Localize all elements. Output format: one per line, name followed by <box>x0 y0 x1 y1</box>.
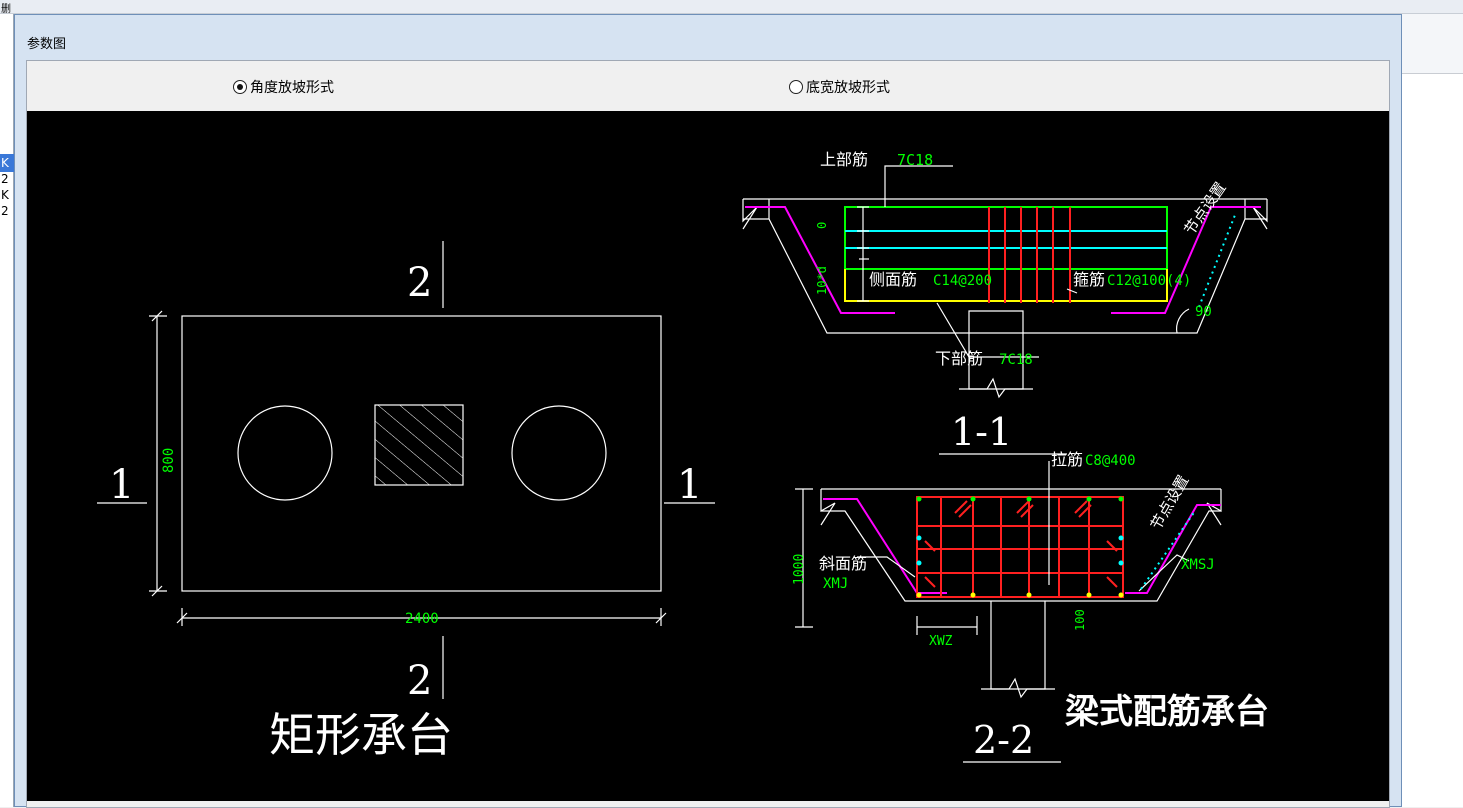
background-ribbon-edge <box>1402 14 1463 74</box>
parameter-figure-dialog: 参数图 角度放坡形式 底宽放坡形式 <box>14 14 1402 808</box>
xwz-label: XWZ <box>929 634 953 649</box>
top-rebar-value: 7C18 <box>897 151 933 169</box>
tie-value: C8@400 <box>1085 453 1136 469</box>
angle-slope-label: 角度放坡形式 <box>250 80 334 96</box>
stirrup-label: 箍筋 <box>1073 270 1105 289</box>
section-mark-1-right: 1 <box>677 462 702 508</box>
section-1-1-title: 1-1 <box>951 410 1012 454</box>
pile-left <box>237 405 333 501</box>
angle-value: 90 <box>1195 304 1212 320</box>
section-2-2-title: 2-2 <box>973 718 1034 762</box>
background-tree-panel: K 2 K 2 <box>0 14 14 807</box>
plan-title: 矩形承台 <box>269 708 453 762</box>
pile-right <box>511 405 607 501</box>
plan-view <box>97 241 715 699</box>
bottom-width-slope-radio[interactable]: 底宽放坡形式 <box>789 77 890 97</box>
bottom-width-slope-label: 底宽放坡形式 <box>806 80 890 96</box>
dim-height-value: 800 <box>161 448 177 473</box>
figure-title: 梁式配筋承台 <box>1065 692 1269 732</box>
slope-options: 角度放坡形式 底宽放坡形式 <box>27 61 1389 111</box>
node-setting-label: 节点设置 <box>1181 179 1230 238</box>
dim-width-value: 2400 <box>405 611 439 627</box>
tree-glyph: 2 <box>1 204 9 218</box>
tree-glyph: 2 <box>1 172 9 186</box>
background-toolbar: 删 <box>0 0 1463 15</box>
cad-drawing-canvas: 2 2 1 1 800 2400 矩形承台 <box>27 111 1389 801</box>
column-hatched <box>374 404 464 486</box>
dialog-panel: 角度放坡形式 底宽放坡形式 <box>26 60 1390 808</box>
tie-label: 拉筋 <box>1051 450 1083 469</box>
xmj-label: XMJ <box>823 576 848 592</box>
top-rebar-label: 上部筋 <box>820 150 868 169</box>
pile-cap-outline <box>181 315 662 592</box>
dialog-title: 参数图 <box>27 37 67 52</box>
section-mark-1-left: 1 <box>109 462 134 508</box>
angle-slope-radio[interactable]: 角度放坡形式 <box>233 77 334 97</box>
bottom-rebar-value: 7C18 <box>999 352 1033 368</box>
stirrup-value: C12@100(4) <box>1107 273 1191 289</box>
dim-zero: 0 <box>815 222 829 229</box>
xmsj-label: XMSJ <box>1181 557 1215 573</box>
plan-labels: 2 2 1 1 800 2400 矩形承台 <box>109 260 702 762</box>
section-mark-2-top: 2 <box>407 260 432 306</box>
radio-unchecked-icon <box>789 80 803 94</box>
side-rebar-label: 侧面筋 <box>869 270 917 289</box>
dim-100: 100 <box>1073 609 1087 631</box>
tree-glyph: K <box>1 188 9 202</box>
cad-drawing: 2 2 1 1 800 2400 矩形承台 <box>97 150 1269 763</box>
side-rebar-value: C14@200 <box>933 273 992 289</box>
tree-selection <box>0 154 14 172</box>
section-2-2-dots <box>916 496 1124 598</box>
section-1-1-labels: 上部筋 7C18 侧面筋 C14@200 箍筋 C12@100(4) 下部筋 7… <box>815 150 1230 454</box>
slope-rebar-label: 斜面筋 <box>819 554 867 573</box>
section-2-2 <box>795 461 1222 699</box>
toolbar-glyph: 删 <box>1 4 11 15</box>
section-1-1 <box>742 165 1268 399</box>
dim-1000: 1000 <box>792 554 807 585</box>
radio-checked-icon <box>233 80 247 94</box>
section-mark-2-bottom: 2 <box>407 658 432 704</box>
bottom-rebar-label: 下部筋 <box>935 349 983 368</box>
dim-10d: 10*d <box>815 266 829 295</box>
tree-glyph: K <box>1 156 9 170</box>
